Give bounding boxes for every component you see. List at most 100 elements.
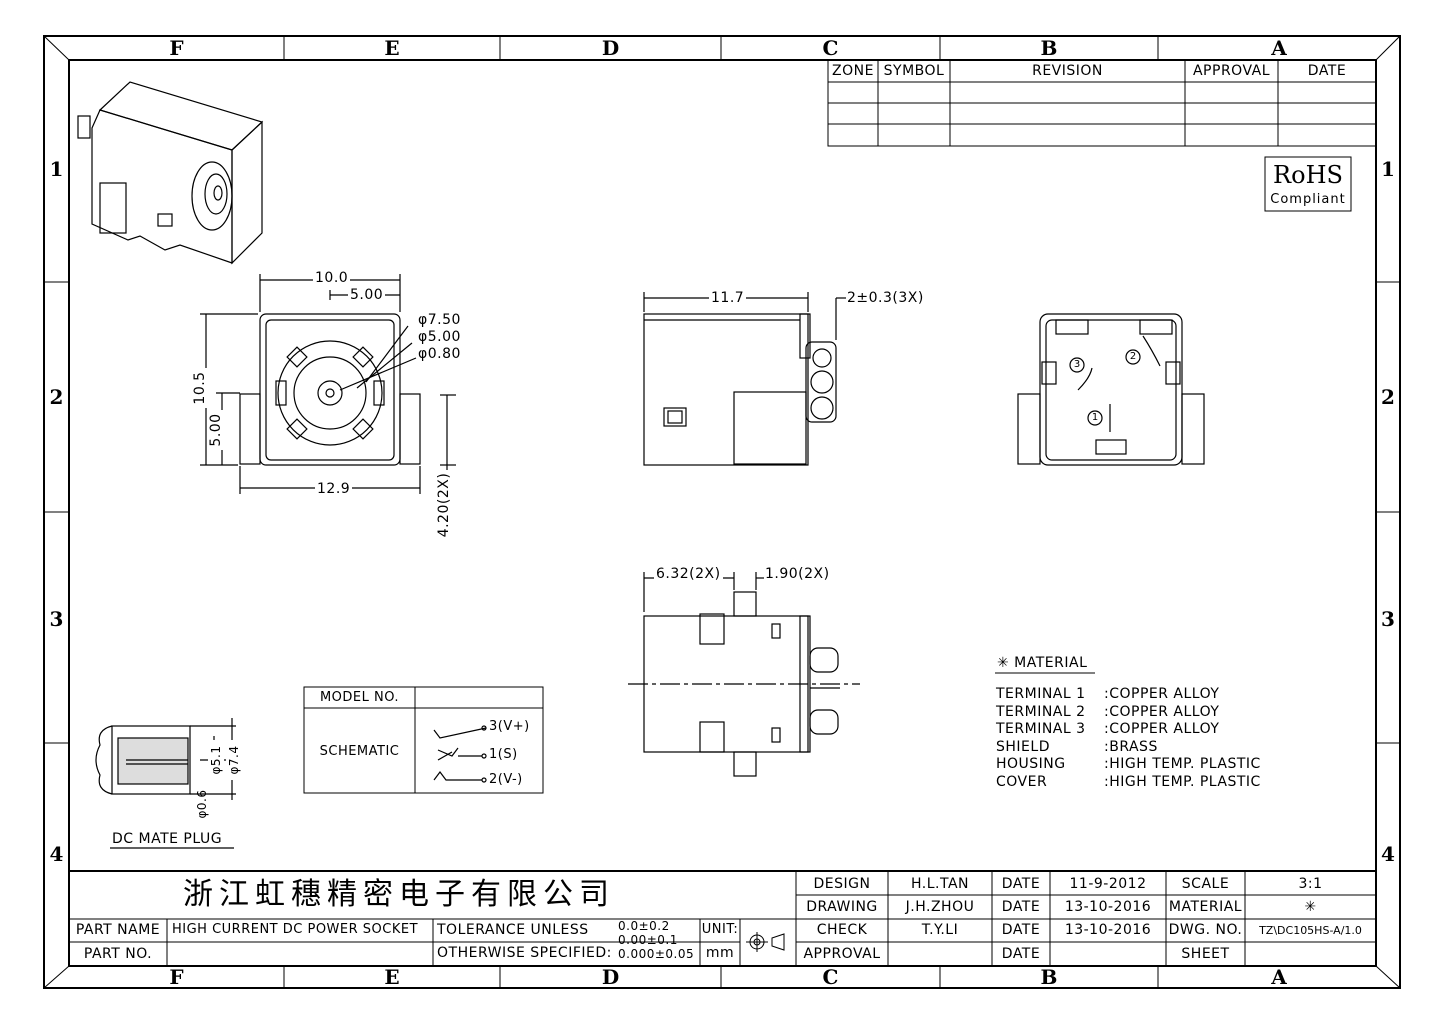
- zone-top-c: C: [822, 36, 839, 60]
- dwg-no-label: DWG. NO.: [1168, 922, 1243, 938]
- material-row: COVER :HIGH TEMP. PLASTIC: [996, 774, 1261, 792]
- bottom-view: [628, 572, 860, 777]
- tolerance-value-2: 0.00±0.1: [618, 933, 678, 947]
- side-view: [643, 292, 846, 466]
- check-date: 13-10-2016: [1064, 922, 1152, 938]
- pin-label-1: 1: [1091, 412, 1099, 423]
- model-no-label: MODEL NO.: [319, 690, 400, 705]
- drawing-date: 13-10-2016: [1064, 899, 1152, 915]
- plug-dia-7-4: φ7.4: [226, 740, 242, 780]
- schematic-symbols: [433, 725, 487, 783]
- scale-label: SCALE: [1181, 876, 1230, 892]
- rev-header-symbol: SYMBOL: [883, 63, 945, 79]
- schematic-label: SCHEMATIC: [319, 744, 400, 759]
- zone-left-1: 1: [49, 157, 64, 181]
- dim-half-width: 5.00: [348, 287, 386, 303]
- dwg-no-value: TZ\DC105HS-A/1.0: [1259, 924, 1362, 937]
- company-name: 浙江虹穗精密电子有限公司: [183, 877, 615, 912]
- plug-view: [95, 718, 240, 849]
- zone-right-2: 2: [1381, 385, 1395, 409]
- dim-dia-5-00: φ5.00: [418, 329, 461, 345]
- material-name: SHIELD: [996, 738, 1050, 755]
- zone-top-a: A: [1271, 36, 1287, 60]
- material-value: ✳: [1304, 899, 1317, 915]
- zone-top-b: B: [1040, 36, 1058, 60]
- material-value: :HIGH TEMP. PLASTIC: [1104, 773, 1261, 790]
- material-value: :BRASS: [1104, 738, 1158, 755]
- back-view: [1017, 313, 1205, 466]
- unit-label: UNIT:: [701, 922, 739, 937]
- tolerance-label-2: OTHERWISE SPECIFIED:: [437, 945, 612, 961]
- material-label: MATERIAL: [1168, 899, 1243, 915]
- material-name: TERMINAL 3: [996, 721, 1086, 737]
- approval-date-label: DATE: [1001, 946, 1041, 962]
- material-row: TERMINAL 2 :COPPER ALLOY: [996, 704, 1261, 722]
- rev-header-approval: APPROVAL: [1192, 63, 1271, 79]
- schematic-pin-1: 1(S): [489, 747, 518, 762]
- dim-half-height: 5.00: [208, 410, 224, 450]
- material-name: HOUSING: [996, 756, 1066, 772]
- material-value: :COPPER ALLOY: [1104, 703, 1220, 720]
- schematic-pin-3: 3(V+): [489, 719, 530, 734]
- schematic-pin-2: 2(V-): [489, 772, 523, 787]
- material-value: :HIGH TEMP. PLASTIC: [1104, 756, 1261, 772]
- zone-bottom-f: F: [169, 965, 184, 989]
- design-date: 11-9-2012: [1069, 876, 1147, 892]
- zone-bottom-a: A: [1271, 965, 1287, 989]
- part-name-label: PART NAME: [75, 922, 161, 938]
- tolerance-value-3: 0.000±0.05: [618, 947, 695, 961]
- dim-pin-spacing: 2±0.3(3X): [847, 290, 924, 306]
- plug-dia-0-6: φ0.6: [195, 789, 209, 819]
- dim-width: 10.0: [313, 270, 351, 286]
- pin-label-2: 2: [1129, 351, 1137, 362]
- zone-right-4: 4: [1381, 842, 1395, 866]
- material-value: :COPPER ALLOY: [1104, 721, 1220, 737]
- zone-bottom-c: C: [822, 965, 839, 989]
- material-name: TERMINAL 1: [996, 686, 1086, 702]
- drawing-date-label: DATE: [1001, 899, 1041, 915]
- design-label: DESIGN: [813, 876, 871, 892]
- material-row: SHIELD :BRASS: [996, 739, 1261, 757]
- dim-base-width: 12.9: [315, 481, 353, 497]
- rev-header-revision: REVISION: [1032, 63, 1103, 79]
- rev-header-date: DATE: [1307, 63, 1347, 79]
- dim-pin-length: 4.20(2X): [436, 470, 452, 540]
- rohs-logo: RoHS: [1273, 161, 1343, 189]
- isometric-view: [77, 81, 264, 265]
- material-name: TERMINAL 2: [996, 703, 1086, 720]
- design-date-label: DATE: [1001, 876, 1041, 892]
- material-row: TERMINAL 1 :COPPER ALLOY: [996, 686, 1261, 704]
- dim-dia-7-50: φ7.50: [418, 312, 461, 328]
- material-name: COVER: [996, 773, 1048, 790]
- zone-bottom-e: E: [384, 965, 400, 989]
- zone-top-e: E: [384, 36, 400, 60]
- zone-top-f: F: [169, 36, 184, 60]
- dim-height: 10.5: [192, 368, 208, 408]
- zone-bottom-d: D: [601, 965, 620, 989]
- dim-offset-b: 1.90(2X): [765, 566, 830, 582]
- material-value: :COPPER ALLOY: [1104, 686, 1220, 702]
- material-title: ✳ MATERIAL: [997, 655, 1088, 671]
- unit-value: mm: [705, 945, 735, 961]
- rev-header-zone: ZONE: [832, 63, 874, 79]
- plug-title: DC MATE PLUG: [112, 831, 223, 847]
- check-name: T.Y.LI: [921, 922, 959, 938]
- drawing-name: J.H.ZHOU: [905, 899, 975, 915]
- material-row: HOUSING :HIGH TEMP. PLASTIC: [996, 756, 1261, 774]
- approval-label: APPROVAL: [803, 946, 881, 962]
- zone-left-2: 2: [49, 385, 64, 409]
- zone-right-1: 1: [1381, 157, 1395, 181]
- pin-label-3: 3: [1073, 359, 1081, 370]
- tolerance-label-1: TOLERANCE UNLESS: [437, 922, 589, 938]
- zone-left-3: 3: [49, 607, 64, 631]
- design-name: H.L.TAN: [911, 876, 969, 892]
- rohs-compliant: Compliant: [1270, 192, 1346, 207]
- zone-right-3: 3: [1381, 607, 1395, 631]
- sheet-label: SHEET: [1181, 946, 1230, 962]
- check-label: CHECK: [816, 922, 868, 938]
- check-date-label: DATE: [1001, 922, 1041, 938]
- dim-offset-a: 6.32(2X): [654, 566, 723, 582]
- part-no-label: PART NO.: [83, 946, 153, 962]
- zone-top-d: D: [601, 36, 620, 60]
